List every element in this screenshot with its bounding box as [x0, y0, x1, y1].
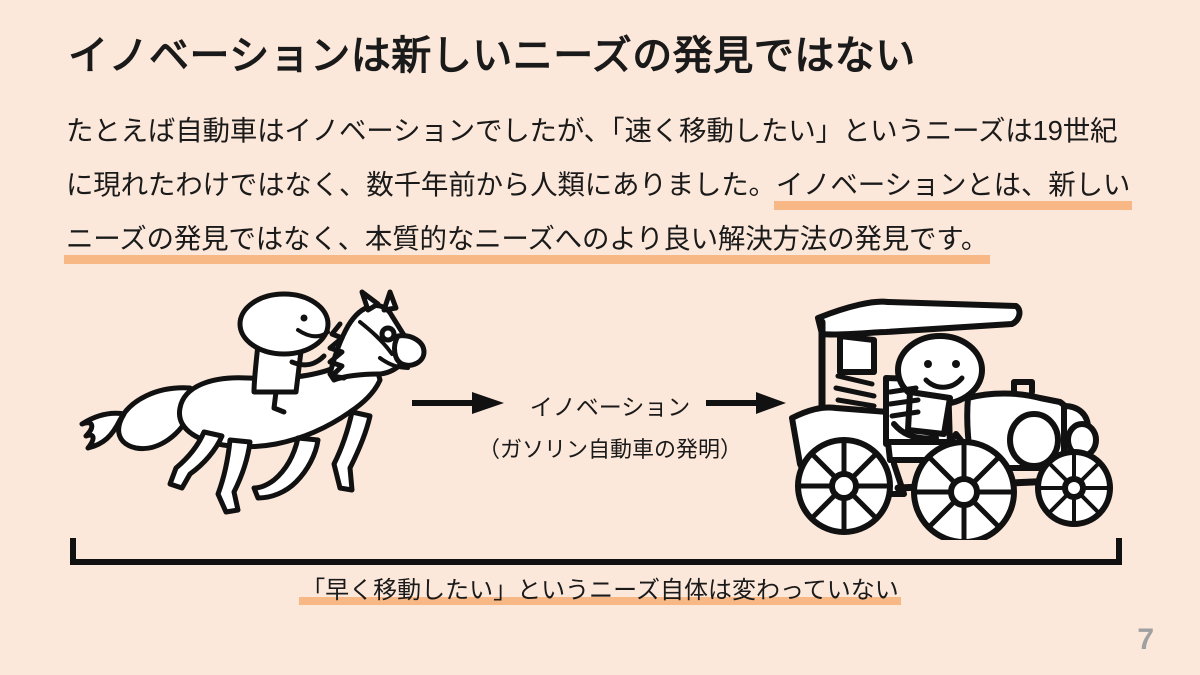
right-arrow-icon-left — [412, 390, 504, 416]
page-title: イノベーションは新しいニーズの発見ではない — [68, 34, 916, 78]
body-line-2-text: に現れたわけではなく、数千年前から人類にありました。 — [66, 169, 776, 200]
body-line-3-highlighted-text: ニーズの発見ではなく、本質的なニーズへのより良い解決方法の発見です。 — [63, 212, 991, 266]
innovation-sublabel: （ガソリン自動車の発明） — [477, 437, 742, 462]
page-number: 7 — [1137, 623, 1154, 656]
horse-and-rider-illustration — [62, 288, 432, 518]
vintage-automobile-illustration — [778, 288, 1118, 540]
right-arrow-icon-right — [706, 390, 786, 416]
bottom-caption-highlighted-text: 「早く移動したい」というニーズ自体は変わっていない — [299, 570, 901, 605]
body-paragraph: たとえば自動車はイノベーションでしたが、「速く移動したい」というニーズは19世紀… — [63, 104, 1156, 266]
bottom-bracket-icon — [70, 538, 1122, 566]
body-line-2-highlighted-text: イノベーションとは、新しい — [773, 158, 1133, 212]
innovation-label: イノベーション — [529, 394, 691, 420]
bottom-caption: 「早く移動したい」というニーズ自体は変わっていない — [0, 570, 1200, 605]
body-line-1: たとえば自動車はイノベーションでしたが、「速く移動したい」というニーズは19世紀 — [66, 104, 1156, 158]
body-line-1-text: たとえば自動車はイノベーションでしたが、「速く移動したい」というニーズは19世紀 — [66, 115, 1118, 146]
body-line-3: ニーズの発見ではなく、本質的なニーズへのより良い解決方法の発見です。 — [63, 212, 1156, 266]
body-line-2: に現れたわけではなく、数千年前から人類にありました。イノベーションとは、新しい — [66, 158, 1156, 212]
